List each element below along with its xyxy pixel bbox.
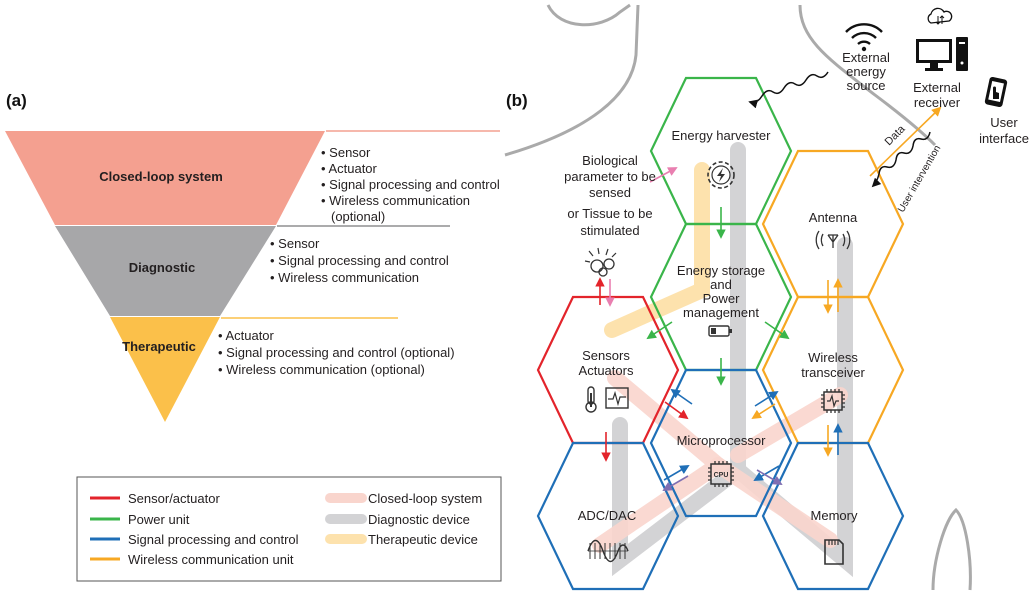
gear-bolt-icon	[707, 161, 735, 189]
external-receiver-text: External	[913, 80, 961, 95]
wifi-icon	[845, 23, 883, 52]
tier-closed-loop-shape	[5, 131, 325, 225]
hex-label-energy-harvester: Energy harvester	[672, 128, 772, 143]
hex-label-energy-storage: Energy storage	[677, 263, 765, 278]
body-outline	[504, 3, 640, 157]
purple-arrow	[756, 469, 783, 485]
legend-label: Signal processing and control	[128, 532, 299, 547]
legend: Sensor/actuator Power unit Signal proces…	[76, 476, 502, 582]
cloud-icon	[927, 7, 953, 25]
blue-arrow	[754, 390, 779, 407]
therapeutic-item: • Actuator	[218, 328, 275, 343]
waveform-monitor-icon	[605, 387, 629, 409]
body-outline	[798, 4, 937, 147]
hex-label-sensors-actuators: Sensors	[582, 348, 630, 363]
antenna-icon	[815, 230, 851, 250]
sd-card-icon	[824, 539, 844, 565]
tier-therapeutic-shape	[110, 317, 220, 422]
biological-text: Biological	[582, 153, 638, 168]
hex-label-energy-storage: and	[710, 277, 732, 292]
hex-label-adc-dac: ADC/DAC	[578, 508, 637, 523]
hex-label-memory: Memory	[811, 508, 858, 523]
therapeutic-band	[604, 162, 710, 338]
legend-label: Power unit	[128, 512, 190, 527]
tier-closed-loop-name: Closed-loop system	[99, 169, 223, 184]
panel-a-label: (a)	[6, 91, 27, 110]
closed-loop-item: • Sensor	[321, 145, 371, 160]
chip-waveform-icon	[821, 389, 845, 413]
diagnostic-band	[612, 142, 746, 577]
external-energy-text: source	[846, 78, 885, 93]
hex-microprocessor	[649, 368, 793, 518]
tier-therapeutic-name: Therapeutic	[122, 339, 196, 354]
diagnostic-item: • Wireless communication	[270, 270, 419, 285]
hex-label-wireless-transceiver: Wireless	[808, 350, 858, 365]
blue-arrow	[663, 465, 690, 481]
user-interface-text: interface	[979, 131, 1029, 146]
blue-arrow	[670, 388, 693, 405]
purple-arrow	[662, 475, 689, 491]
closed-loop-band	[710, 457, 838, 548]
tier-diagnostic-shape	[55, 226, 276, 316]
hex-adc-dac	[536, 441, 680, 591]
data-arrow	[869, 106, 942, 177]
diagnostic-item: • Sensor	[270, 236, 320, 251]
closed-loop-item: • Actuator	[321, 161, 378, 176]
red-arrow	[664, 401, 689, 420]
hex-label-wireless-transceiver: transceiver	[801, 365, 865, 380]
hex-label-microprocessor: Microprocessor	[677, 433, 767, 448]
signal-arrows	[595, 106, 942, 491]
user-intervention-label: User intervention	[896, 144, 943, 215]
legend-label: Therapeutic device	[368, 532, 478, 547]
tier-diagnostic-name: Diagnostic	[129, 260, 195, 275]
closed-loop-item: • Signal processing and control	[321, 177, 500, 192]
battery-icon	[708, 325, 732, 337]
adc-waveform-icon	[587, 539, 629, 563]
body-outline	[931, 507, 972, 591]
blue-arrow	[753, 465, 780, 481]
panel-b-label: (b)	[506, 91, 528, 110]
green-arrow	[646, 321, 673, 340]
external-energy-text: External	[842, 50, 890, 65]
hex-energy-harvester	[649, 76, 793, 226]
external-energy-text: energy	[846, 64, 886, 79]
cpu-chip-label: CPU	[714, 472, 729, 479]
cell-cluster-icon	[584, 247, 617, 277]
smartphone-icon	[984, 76, 1008, 108]
energy-wave-arrow	[748, 71, 829, 109]
hex-label-energy-storage: management	[683, 305, 759, 320]
user-interface-text: User	[990, 115, 1018, 130]
legend-label: Diagnostic device	[368, 512, 470, 527]
therapeutic-item: • Wireless communication (optional)	[218, 362, 425, 377]
data-label: Data	[883, 123, 909, 149]
biological-text: stimulated	[580, 223, 639, 238]
hex-label-sensors-actuators: Actuators	[579, 363, 634, 378]
computer-icon	[916, 37, 968, 71]
hex-label-antenna: Antenna	[809, 210, 858, 225]
biological-text: or Tissue to be	[567, 206, 652, 221]
biological-text: sensed	[589, 185, 631, 200]
intervention-wave-arrow	[871, 131, 931, 188]
orange-arrow	[751, 403, 776, 420]
legend-label: Sensor/actuator	[128, 491, 220, 506]
hex-memory	[761, 441, 905, 591]
closed-loop-item: • Wireless communication	[321, 193, 470, 208]
green-arrow	[764, 321, 790, 340]
legend-label: Wireless communication unit	[128, 552, 294, 567]
cpu-chip-icon: CPU	[708, 461, 734, 487]
hex-label-energy-storage: Power	[703, 291, 741, 306]
diagnostic-item: • Signal processing and control	[270, 253, 449, 268]
thermometer-icon	[585, 386, 597, 413]
pink-arrow	[649, 167, 678, 183]
therapeutic-item: • Signal processing and control (optiona…	[218, 345, 455, 360]
closed-loop-item: (optional)	[331, 209, 385, 224]
external-receiver-text: receiver	[914, 95, 961, 110]
legend-label: Closed-loop system	[368, 491, 482, 506]
hexagons	[536, 76, 905, 591]
biological-text: parameter to be	[564, 169, 656, 184]
